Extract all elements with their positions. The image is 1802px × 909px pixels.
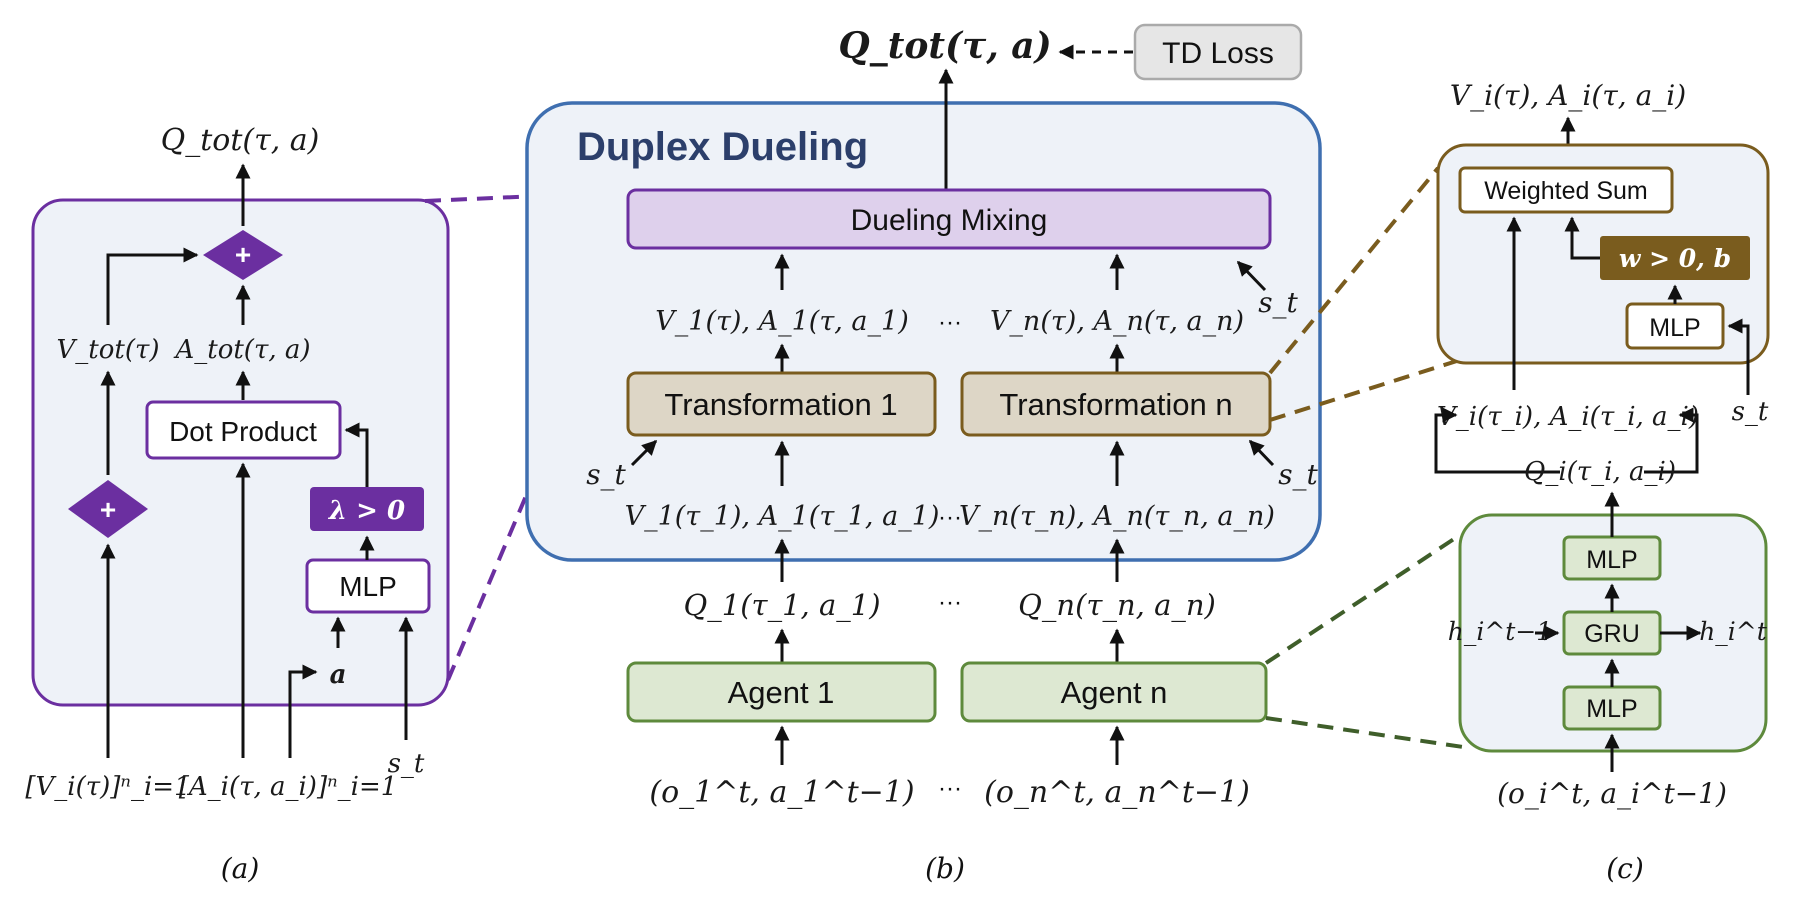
panel-b: Duplex Dueling Q_tot(τ, a) TD Loss Dueli… xyxy=(525,23,1322,885)
svg-text:+: + xyxy=(235,239,251,270)
svg-text:+: + xyxy=(100,494,116,525)
gru-label: GRU xyxy=(1584,620,1640,648)
caption-a: (a) xyxy=(221,852,260,885)
weighted-sum-label: Weighted Sum xyxy=(1484,177,1648,205)
va-1-bottom-label: V_1(τ_1), A_1(τ_1, a_1) xyxy=(625,501,940,532)
lambda-box xyxy=(310,487,424,531)
mlp-top-label: MLP xyxy=(1586,546,1637,574)
q-1-label: Q_1(τ_1, a_1) xyxy=(683,588,880,623)
zoom-line-agent-top xyxy=(1264,533,1462,665)
obs-i-label: (o_i^t, a_i^t−1) xyxy=(1497,777,1727,810)
agent-1-label: Agent 1 xyxy=(728,675,835,710)
transformation-n-box xyxy=(960,371,1272,437)
dot-product-box xyxy=(145,400,342,460)
agent-n-label: Agent n xyxy=(1061,675,1168,710)
agent-n-box xyxy=(960,661,1268,723)
ellipsis-top: ··· xyxy=(938,309,962,336)
mlp-label-a: MLP xyxy=(339,571,397,602)
state-input-label-a: s_t xyxy=(388,749,425,779)
panel-b-output-label: Q_tot(τ, a) xyxy=(838,25,1051,67)
weight-bias-label: w > 0, b xyxy=(1619,244,1731,273)
td-loss-box xyxy=(1133,23,1303,81)
action-input-label: a xyxy=(330,660,347,690)
weight-bias-box xyxy=(1600,236,1750,280)
v-tot-label: V_tot(τ) xyxy=(57,335,160,365)
zoom-line-transform-bottom xyxy=(1269,358,1461,422)
va-n-bottom-label: V_n(τ_n), A_n(τ_n, a_n) xyxy=(959,501,1275,532)
state-label-mixing: s_t xyxy=(1258,286,1298,319)
zoom-line-transform-top xyxy=(1268,166,1440,375)
va-i-label: V_i(τ_i), A_i(τ_i, a_i) xyxy=(1437,402,1699,432)
dueling-mixing-label: Dueling Mixing xyxy=(851,204,1048,237)
panel-a-output-label: Q_tot(τ, a) xyxy=(161,123,320,158)
caption-c: (c) xyxy=(1606,852,1644,885)
td-loss-label: TD Loss xyxy=(1162,37,1274,70)
dueling-mixing-box xyxy=(626,188,1272,250)
plus-diamond-top: + xyxy=(203,230,283,280)
a-tot-label: A_tot(τ, a) xyxy=(173,335,310,365)
va-1-top-label: V_1(τ), A_1(τ, a_1) xyxy=(655,306,908,337)
q-i-label: Q_i(τ_i, a_i) xyxy=(1524,457,1676,487)
hidden-next-label: h_i^t xyxy=(1699,617,1768,646)
duplex-dueling-title: Duplex Dueling xyxy=(577,125,868,169)
transformation-1-label: Transformation 1 xyxy=(664,387,897,422)
ellipsis-mid: ··· xyxy=(938,504,962,531)
a-inputs-label: [A_i(τ, a_i)]ⁿ_i=1 xyxy=(179,772,398,802)
va-n-top-label: V_n(τ), A_n(τ, a_n) xyxy=(990,306,1244,337)
state-label-t1: s_t xyxy=(586,458,626,491)
caption-b: (b) xyxy=(925,852,965,885)
plus-diamond-bottom: + xyxy=(68,480,148,538)
v-inputs-label: [V_i(τ)]ⁿ_i=1 xyxy=(25,772,190,802)
mlp-bottom-label: MLP xyxy=(1586,695,1637,723)
hidden-prev-label: h_i^t−1 xyxy=(1448,617,1552,646)
panel-a: Q_tot(τ, a) + V_tot(τ) A_tot(τ, a) Dot P… xyxy=(25,123,450,885)
zoom-line-agent-bottom xyxy=(1265,716,1471,750)
q-n-label: Q_n(τ_n, a_n) xyxy=(1018,588,1216,623)
lambda-label: λ > 0 xyxy=(328,496,405,526)
weighted-sum-box xyxy=(1458,166,1674,214)
transformation-1-box xyxy=(626,371,937,437)
ellipsis-obs: ··· xyxy=(938,775,962,802)
state-label-c: s_t xyxy=(1732,397,1769,427)
ellipsis-q: ··· xyxy=(938,589,962,616)
obs-n-label: (o_n^t, a_n^t−1) xyxy=(984,775,1250,810)
dot-product-label: Dot Product xyxy=(169,416,317,447)
obs-1-label: (o_1^t, a_1^t−1) xyxy=(649,775,914,810)
panel-c: V_i(τ), A_i(τ, a_i) Weighted Sum w > 0, … xyxy=(1434,79,1770,885)
agent-1-box xyxy=(626,661,937,723)
transformation-n-label: Transformation n xyxy=(999,387,1232,422)
mlp-label-c: MLP xyxy=(1649,314,1700,342)
panel-c-output-label: V_i(τ), A_i(τ, a_i) xyxy=(1450,79,1686,112)
state-label-tn: s_t xyxy=(1278,458,1318,491)
